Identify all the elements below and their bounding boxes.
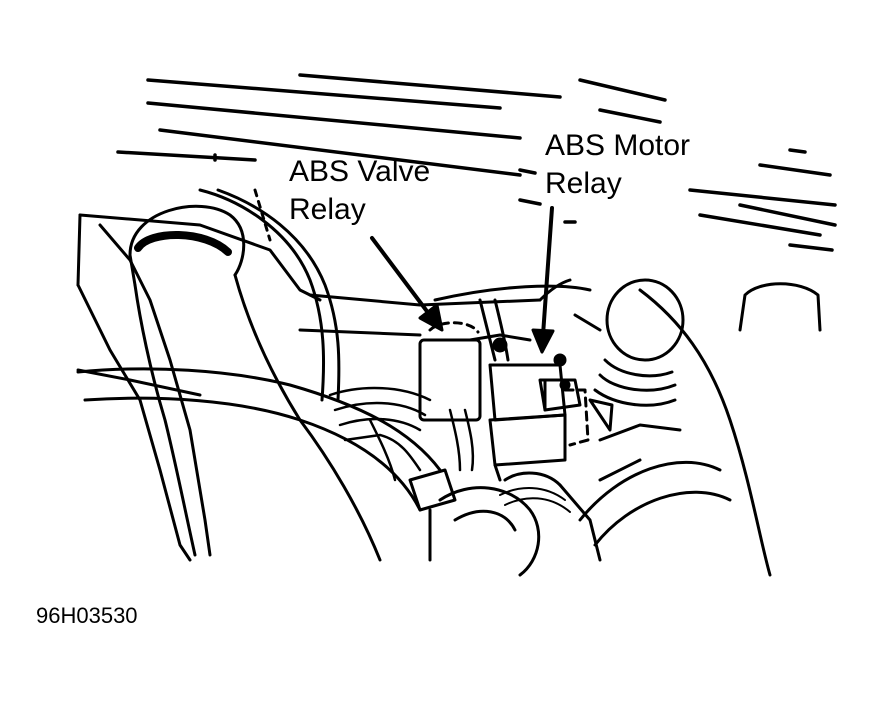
abs-motor-relay-label-line1: ABS Motor bbox=[545, 129, 691, 162]
fender-outline bbox=[78, 215, 320, 560]
abs-motor-relay-label-line2: Relay bbox=[545, 167, 622, 200]
hood-hatching bbox=[118, 75, 835, 250]
motor-relay-arrow bbox=[531, 208, 555, 354]
right-brace bbox=[580, 290, 770, 575]
abs-hydraulic-unit bbox=[420, 300, 588, 480]
brake-lines bbox=[330, 388, 473, 480]
abs-motor-relay-label: ABS Motor Relay bbox=[545, 127, 690, 203]
master-cylinder bbox=[410, 470, 600, 575]
cowl-ledge bbox=[435, 280, 590, 300]
valve-relay-arrow bbox=[372, 238, 444, 332]
round-cap bbox=[575, 280, 683, 430]
abs-valve-relay-label-line2: Relay bbox=[289, 193, 366, 226]
fender-bracket bbox=[740, 284, 820, 330]
abs-valve-relay-label: ABS Valve Relay bbox=[289, 153, 430, 229]
radiator-hose bbox=[130, 206, 380, 560]
figure-id: 96H03530 bbox=[36, 603, 138, 628]
abs-valve-relay-label-line1: ABS Valve bbox=[289, 155, 431, 188]
